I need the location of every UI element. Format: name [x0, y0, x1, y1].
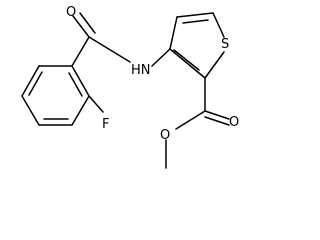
- bond-amide-co-1: [72, 15, 90, 38]
- bond-c-f: [88, 95, 104, 113]
- bond-c3-c4: [169, 16, 178, 50]
- bond-ring-a6: [71, 65, 90, 97]
- bond-c2-c3: [169, 48, 206, 79]
- bond-ester-co-1: [204, 110, 230, 120]
- atom-label-o-carbonyl-ester: O: [229, 115, 239, 130]
- bond-n-c3: [151, 48, 171, 67]
- atom-label-nh: HN: [131, 63, 151, 78]
- bond-ester-co-2: [204, 116, 230, 126]
- bond-ring-a5: [71, 95, 90, 126]
- bond-ring-a2: [21, 65, 40, 97]
- bond-c2-c3-inner: [173, 49, 200, 71]
- bond-ring-a3: [21, 95, 40, 126]
- molecule-drawing: O HN S F O O: [21, 5, 239, 169]
- bond-amide-co-2: [79, 12, 96, 34]
- bonds: [21, 12, 230, 169]
- bond-c5-s: [212, 12, 225, 38]
- bond-c4-c5: [176, 12, 214, 18]
- atom-label-o-ester: O: [160, 128, 170, 143]
- bond-ring-a-inner3: [68, 72, 83, 97]
- bond-ring-a-inner1: [28, 71, 43, 96]
- atom-label-o-amide: O: [66, 5, 76, 20]
- atom-labels: O HN S F O O: [66, 5, 239, 143]
- atom-label-f: F: [102, 117, 109, 132]
- atom-label-s: S: [221, 37, 229, 52]
- bond-c-n: [88, 36, 131, 63]
- structure-diagram: O HN S F O O: [21, 5, 239, 169]
- bond-s-c2: [204, 51, 225, 79]
- bond-ring-carbonyl: [71, 36, 90, 67]
- bond-ester-c-o: [175, 110, 206, 130]
- bond-c4-c5-inner: [182, 19, 209, 24]
